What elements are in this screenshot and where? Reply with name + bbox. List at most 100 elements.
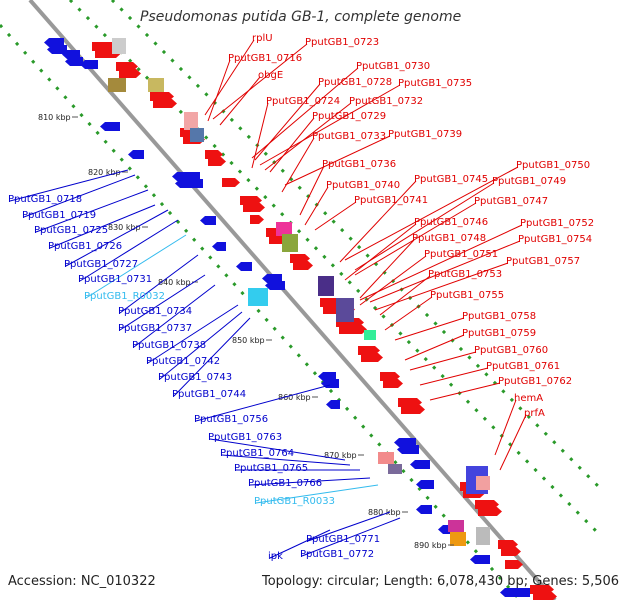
reverse-gene-arrow <box>128 150 144 159</box>
reverse-gene-label: ipk <box>268 551 283 562</box>
reverse-gene-label-connector <box>301 517 401 557</box>
topology-text: Topology: circular; Length: 6,078,430 bp… <box>262 574 619 589</box>
feature-block <box>476 527 490 545</box>
reverse-gene-arrow <box>318 372 336 381</box>
reverse-gene-label: PputGB1_0734 <box>118 306 192 317</box>
forward-gene-label: prfA <box>524 408 545 419</box>
forward-gene-arrow <box>205 150 223 159</box>
forward-gene-arrow <box>380 372 400 381</box>
forward-gene-arrow <box>383 379 403 388</box>
forward-gene-arrow <box>250 215 264 224</box>
reverse-gene-label: PputGB1_0727 <box>64 259 138 270</box>
forward-gene-label-connector <box>212 43 308 120</box>
forward-gene-arrow <box>358 346 380 355</box>
reverse-gene-label: PputGB1_0743 <box>158 372 232 383</box>
reverse-gene-label: PputGB1_0744 <box>172 389 246 400</box>
feature-block <box>108 78 126 92</box>
forward-gene-label-connector <box>354 202 477 276</box>
forward-gene-label: PputGB1_0733 <box>312 131 386 142</box>
forward-gene-label-connector <box>379 275 431 316</box>
feature-block <box>282 234 298 252</box>
forward-gene-label: PputGB1_0753 <box>428 269 502 280</box>
feature-block <box>318 276 334 296</box>
forward-gene-label-connector <box>304 186 329 226</box>
reverse-gene-arrow <box>212 242 226 251</box>
reverse-gene-label: PputGB1_0725 <box>34 225 108 236</box>
forward-gene-label: PputGB1_0723 <box>305 37 379 48</box>
forward-gene-arrow <box>153 99 177 108</box>
forward-gene-label-connector <box>359 255 427 306</box>
forward-gene-label-connector <box>419 367 489 386</box>
tick-label: 830 kbp <box>108 223 141 232</box>
forward-gene-label-connector <box>207 59 231 122</box>
forward-gene-arrow <box>339 325 367 334</box>
reverse-gene-arrow <box>262 274 282 283</box>
forward-gene-label-connector <box>204 39 255 116</box>
forward-gene-label: PputGB1_0724 <box>266 96 340 107</box>
reverse-gene-label-connector <box>65 209 169 267</box>
feature-block <box>276 222 292 236</box>
reverse-gene-label: PputGB1_0766 <box>248 478 322 489</box>
forward-gene-label: PputGB1_0748 <box>412 233 486 244</box>
tick-label: 840 kbp <box>158 278 191 287</box>
reverse-gene-label: PputGB1_0763 <box>208 432 282 443</box>
reverse-gene-arrow <box>397 445 419 454</box>
reverse-gene-label-connector <box>119 254 199 314</box>
forward-gene-arrow <box>208 157 226 166</box>
reverse-gene-label: PputGB1_0737 <box>118 323 192 334</box>
forward-gene-arrow <box>498 540 518 549</box>
forward-gene-label: PputGB1_0728 <box>318 77 392 88</box>
reverse-gene-label: PputGB1_0772 <box>300 549 374 560</box>
forward-gene-label: PputGB1_0754 <box>518 234 592 245</box>
reverse-gene-label-connector <box>147 304 239 364</box>
reverse-gene-arrow <box>416 505 432 514</box>
forward-gene-arrow <box>243 203 265 212</box>
forward-gene-label: PputGB1_0741 <box>354 195 428 206</box>
forward-gene-label: PputGB1_0739 <box>388 129 462 140</box>
forward-gene-label: hemA <box>514 393 543 404</box>
reverse-gene-label: PputGB1_0764 <box>220 448 294 459</box>
reverse-gene-label-connector <box>173 317 251 397</box>
forward-gene-label: PputGB1_0762 <box>498 376 572 387</box>
feature-block <box>378 452 394 464</box>
forward-gene-label-connector <box>359 224 523 301</box>
forward-gene-label: PputGB1_0761 <box>486 361 560 372</box>
forward-gene-label: PputGB1_0757 <box>506 256 580 267</box>
reverse-gene-arrow <box>236 262 252 271</box>
reverse-gene-label: PputGB1_0718 <box>8 194 82 205</box>
forward-gene-arrow <box>501 547 521 556</box>
forward-gene-label-connector <box>359 239 415 299</box>
reverse-gene-label-connector <box>269 529 331 559</box>
forward-gene-arrow <box>222 178 240 187</box>
forward-gene-label: PputGB1_0759 <box>462 328 536 339</box>
reverse-gene-arrow <box>326 400 340 409</box>
forward-gene-label-connector <box>251 102 269 169</box>
feature-block <box>190 128 204 142</box>
forward-gene-arrow <box>293 261 313 270</box>
reverse-gene-arrow <box>500 588 530 597</box>
reverse-gene-label-connector <box>133 284 216 348</box>
forward-gene-label-connector <box>339 180 417 263</box>
tick-label: 850 kbp <box>232 336 265 345</box>
reverse-gene-label: PputGB1_0765 <box>234 463 308 474</box>
reverse-gene-label: PputGB1_0726 <box>48 241 122 252</box>
forward-gene-arrow <box>240 196 262 205</box>
reverse-gene-label: PputGB1_0756 <box>194 414 268 425</box>
reverse-gene-label-connector <box>307 511 391 542</box>
forward-gene-label-connector <box>344 223 417 281</box>
forward-gene-arrow <box>475 500 499 509</box>
reverse-gene-arrow <box>100 122 120 131</box>
forward-gene-label-connector <box>384 296 433 331</box>
feature-block <box>364 330 376 340</box>
forward-gene-label: obgE <box>258 70 283 81</box>
reverse-gene-label: PputGB1_0742 <box>146 356 220 367</box>
forward-gene-arrow <box>398 398 422 407</box>
reverse-gene-label-connector <box>209 438 346 461</box>
forward-gene-label-connector <box>394 317 465 341</box>
forward-gene-label: PputGB1_0749 <box>492 176 566 187</box>
forward-gene-label-connector <box>259 84 401 166</box>
reverse-gene-label: PputGB1_R0033 <box>254 496 335 507</box>
